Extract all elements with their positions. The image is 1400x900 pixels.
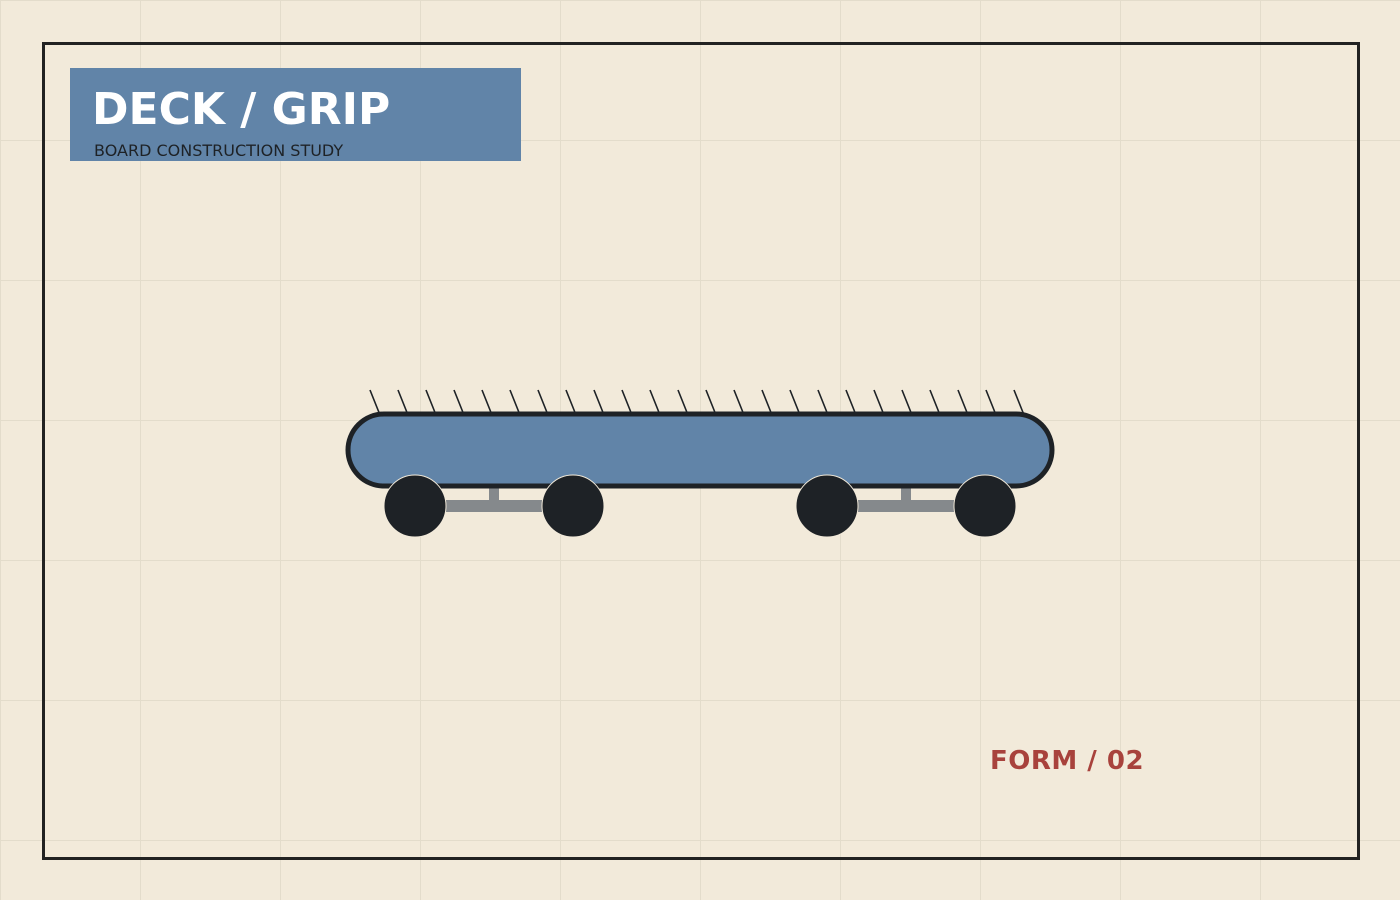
wheel-rear-right	[953, 474, 1017, 538]
front-truck	[416, 480, 574, 512]
page-frame	[42, 42, 1360, 860]
front-truck-hanger	[416, 500, 574, 512]
wheel-front-right	[541, 474, 605, 538]
page-title: DECK / GRIP	[92, 84, 391, 135]
wheel-front-left	[383, 474, 447, 538]
rear-truck-kingpin	[901, 480, 911, 502]
rear-truck-hanger	[828, 500, 986, 512]
deck	[345, 411, 1055, 489]
rear-truck	[828, 480, 986, 512]
wheels	[383, 474, 1017, 538]
trucks	[416, 480, 986, 512]
wheel-rear-left	[795, 474, 859, 538]
title-block: DECK / GRIP BOARD CONSTRUCTION STUDY	[70, 68, 521, 161]
form-label: FORM / 02	[990, 746, 1145, 776]
page-subtitle: BOARD CONSTRUCTION STUDY	[94, 141, 344, 160]
front-truck-kingpin	[489, 480, 499, 502]
